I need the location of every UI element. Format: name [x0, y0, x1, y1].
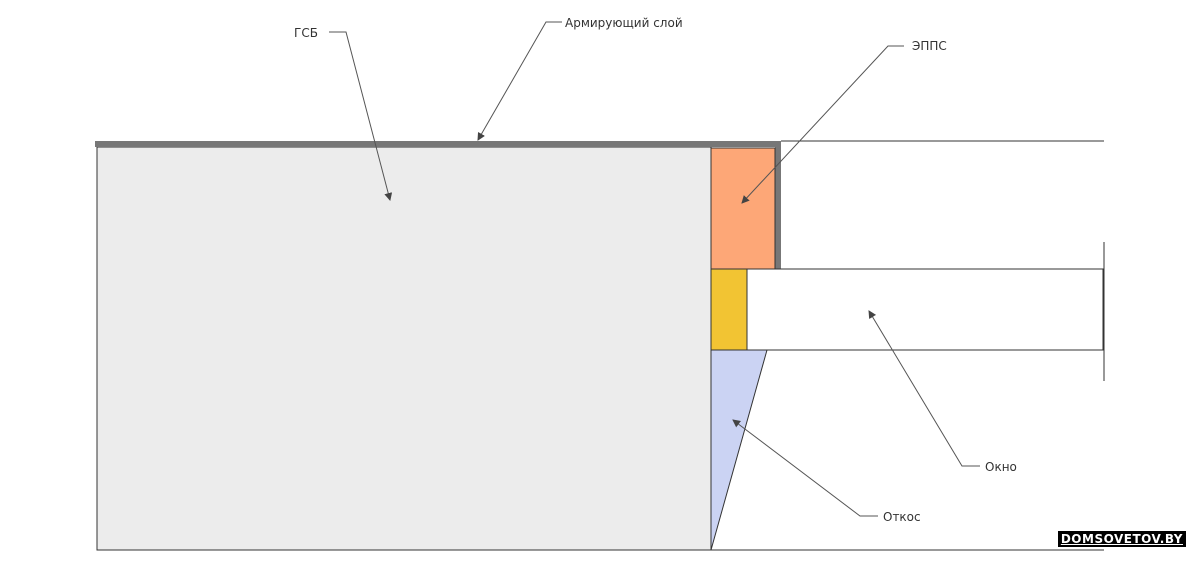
label-window: Окно — [985, 460, 1017, 474]
leader-gsb — [329, 31, 393, 201]
gsb-wall-block — [96, 146, 712, 551]
leader-reinforcing — [477, 21, 562, 141]
leader-slope — [732, 419, 878, 517]
label-epps: ЭППС — [912, 39, 947, 53]
reinforcing-layer-top — [95, 141, 781, 147]
window-frame — [746, 268, 1104, 351]
label-reinforcing-layer: Армирующий слой — [565, 16, 683, 30]
epps-block — [710, 147, 776, 270]
leader-epps — [741, 45, 904, 204]
leader-window — [868, 310, 980, 467]
label-slope: Откос — [883, 510, 921, 524]
foam-block — [710, 268, 748, 351]
watermark: DOMSOVETOV.BY — [1057, 531, 1186, 547]
slope-wedge — [710, 349, 768, 551]
label-gsb: ГСБ — [294, 26, 318, 40]
reinforcing-layer-side — [775, 141, 781, 269]
